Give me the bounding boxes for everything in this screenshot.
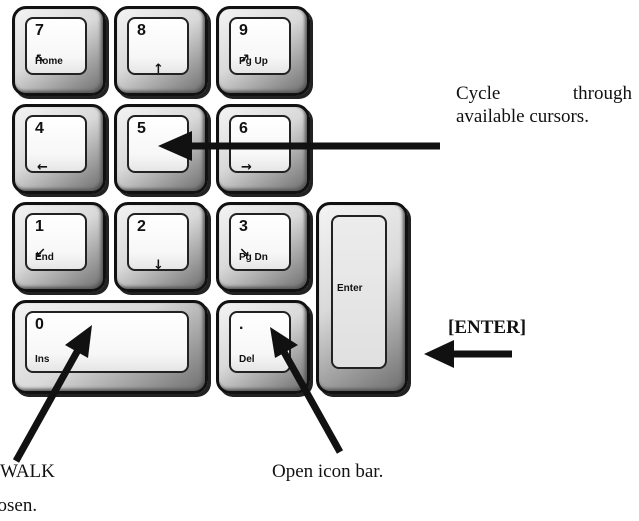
key-enter-label: Enter xyxy=(337,283,363,294)
key-2[interactable]: 2 ↓ xyxy=(114,202,208,292)
key-9-sublabel: Pg Up xyxy=(239,55,268,67)
arrow-up-left-icon: ↖ xyxy=(35,52,46,67)
key-3-face: 3 ↘ Pg Dn xyxy=(229,213,291,271)
key-7-label: 7 xyxy=(35,22,44,39)
key-8-face: 8 ↑ xyxy=(127,17,189,77)
arrow-down-right-icon: ↘ xyxy=(239,246,250,261)
key-0-sublabel: Ins xyxy=(35,353,50,365)
key-7-face: 7 ↖ Home xyxy=(25,17,87,75)
key-3[interactable]: 3 ↘ Pg Dn xyxy=(216,202,310,292)
callout-walk-line2: hosen. xyxy=(0,495,38,516)
arrow-right-icon: → xyxy=(241,160,252,175)
key-8-label: 8 xyxy=(137,22,146,39)
key-enter-face xyxy=(331,215,387,369)
arrow-to-enter-icon xyxy=(424,340,512,368)
arrow-up-right-icon: ↗ xyxy=(239,52,250,67)
key-1[interactable]: 1 ↙ End xyxy=(12,202,106,292)
key-1-face: 1 ↙ End xyxy=(25,213,87,271)
arrow-up-icon: ↑ xyxy=(153,62,164,77)
key-7[interactable]: 7 ↖ Home xyxy=(12,6,106,96)
arrow-to-ins-key-icon xyxy=(12,325,92,463)
callout-walk-line1: WALK xyxy=(0,461,55,482)
key-0-face: 0 Ins xyxy=(25,311,189,373)
key-9[interactable]: 9 ↗ Pg Up xyxy=(216,6,310,96)
key-6-label: 6 xyxy=(239,120,248,137)
key-7-sublabel: Home xyxy=(35,55,63,67)
key-decimal-label: . xyxy=(239,316,244,333)
arrow-down-left-icon: ↙ xyxy=(35,246,46,261)
key-3-sublabel: Pg Dn xyxy=(239,251,268,263)
key-1-label: 1 xyxy=(35,218,44,235)
key-0-label: 0 xyxy=(35,316,44,333)
key-4-label: 4 xyxy=(35,120,44,137)
key-0[interactable]: 0 Ins xyxy=(12,300,208,394)
key-2-face: 2 ↓ xyxy=(127,213,189,273)
callout-cycle-cursors: Cycle through available cursors. xyxy=(456,83,632,128)
key-4[interactable]: 4 ← xyxy=(12,104,106,194)
callout-open-icon-bar: Open icon bar. xyxy=(272,461,384,482)
key-3-label: 3 xyxy=(239,218,248,235)
arrow-to-del-key-icon xyxy=(270,327,344,454)
arrow-to-key-5-icon xyxy=(158,131,440,161)
callout-enter: [ENTER] xyxy=(448,317,527,338)
key-9-label: 9 xyxy=(239,22,248,39)
key-4-face: 4 ← xyxy=(25,115,87,175)
arrow-down-icon: ↓ xyxy=(153,258,164,273)
key-5-label: 5 xyxy=(137,120,146,137)
key-decimal-sublabel: Del xyxy=(239,353,255,365)
key-2-label: 2 xyxy=(137,218,146,235)
key-9-face: 9 ↗ Pg Up xyxy=(229,17,291,75)
key-enter[interactable]: Enter xyxy=(316,202,408,394)
arrow-left-icon: ← xyxy=(37,160,48,175)
key-8[interactable]: 8 ↑ xyxy=(114,6,208,96)
key-1-sublabel: End xyxy=(35,251,54,263)
